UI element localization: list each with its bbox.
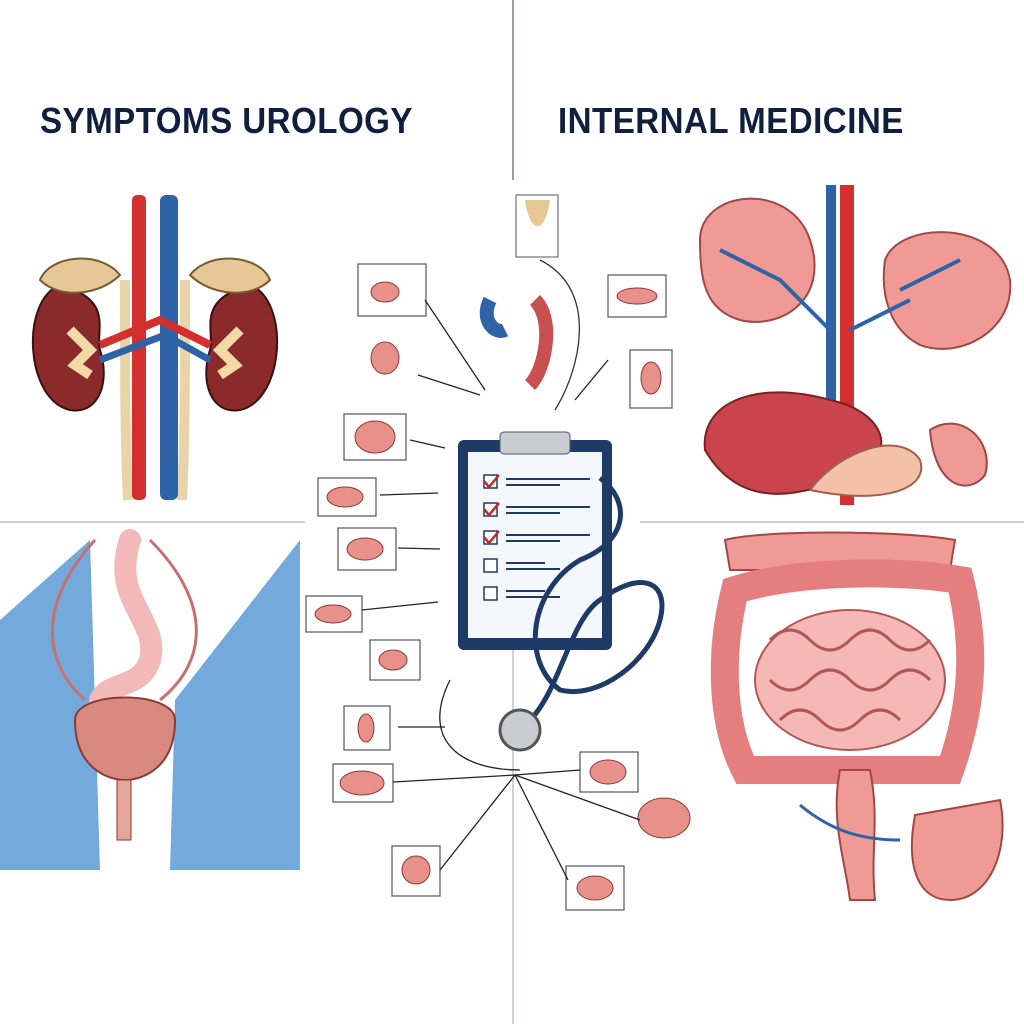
stethoscope [498,475,665,752]
kidneys-illustration [31,195,279,501]
arrows [361,299,641,881]
check-mark-icon [483,502,500,517]
clipboard [458,431,612,650]
diagnosis-diagram [305,194,691,911]
title-symptoms-urology: SYMPTOMS UROLOGY [40,100,413,141]
bladder-illustration [0,529,300,870]
title-internal-medicine: INTERNAL MEDICINE [558,100,904,141]
check-mark-icon [483,474,500,489]
checkbox [483,558,498,573]
checkbox [483,586,498,601]
check-mark-icon [483,530,500,545]
abdominal-organs-illustration [698,185,1012,505]
intestines-illustration [710,531,1004,902]
